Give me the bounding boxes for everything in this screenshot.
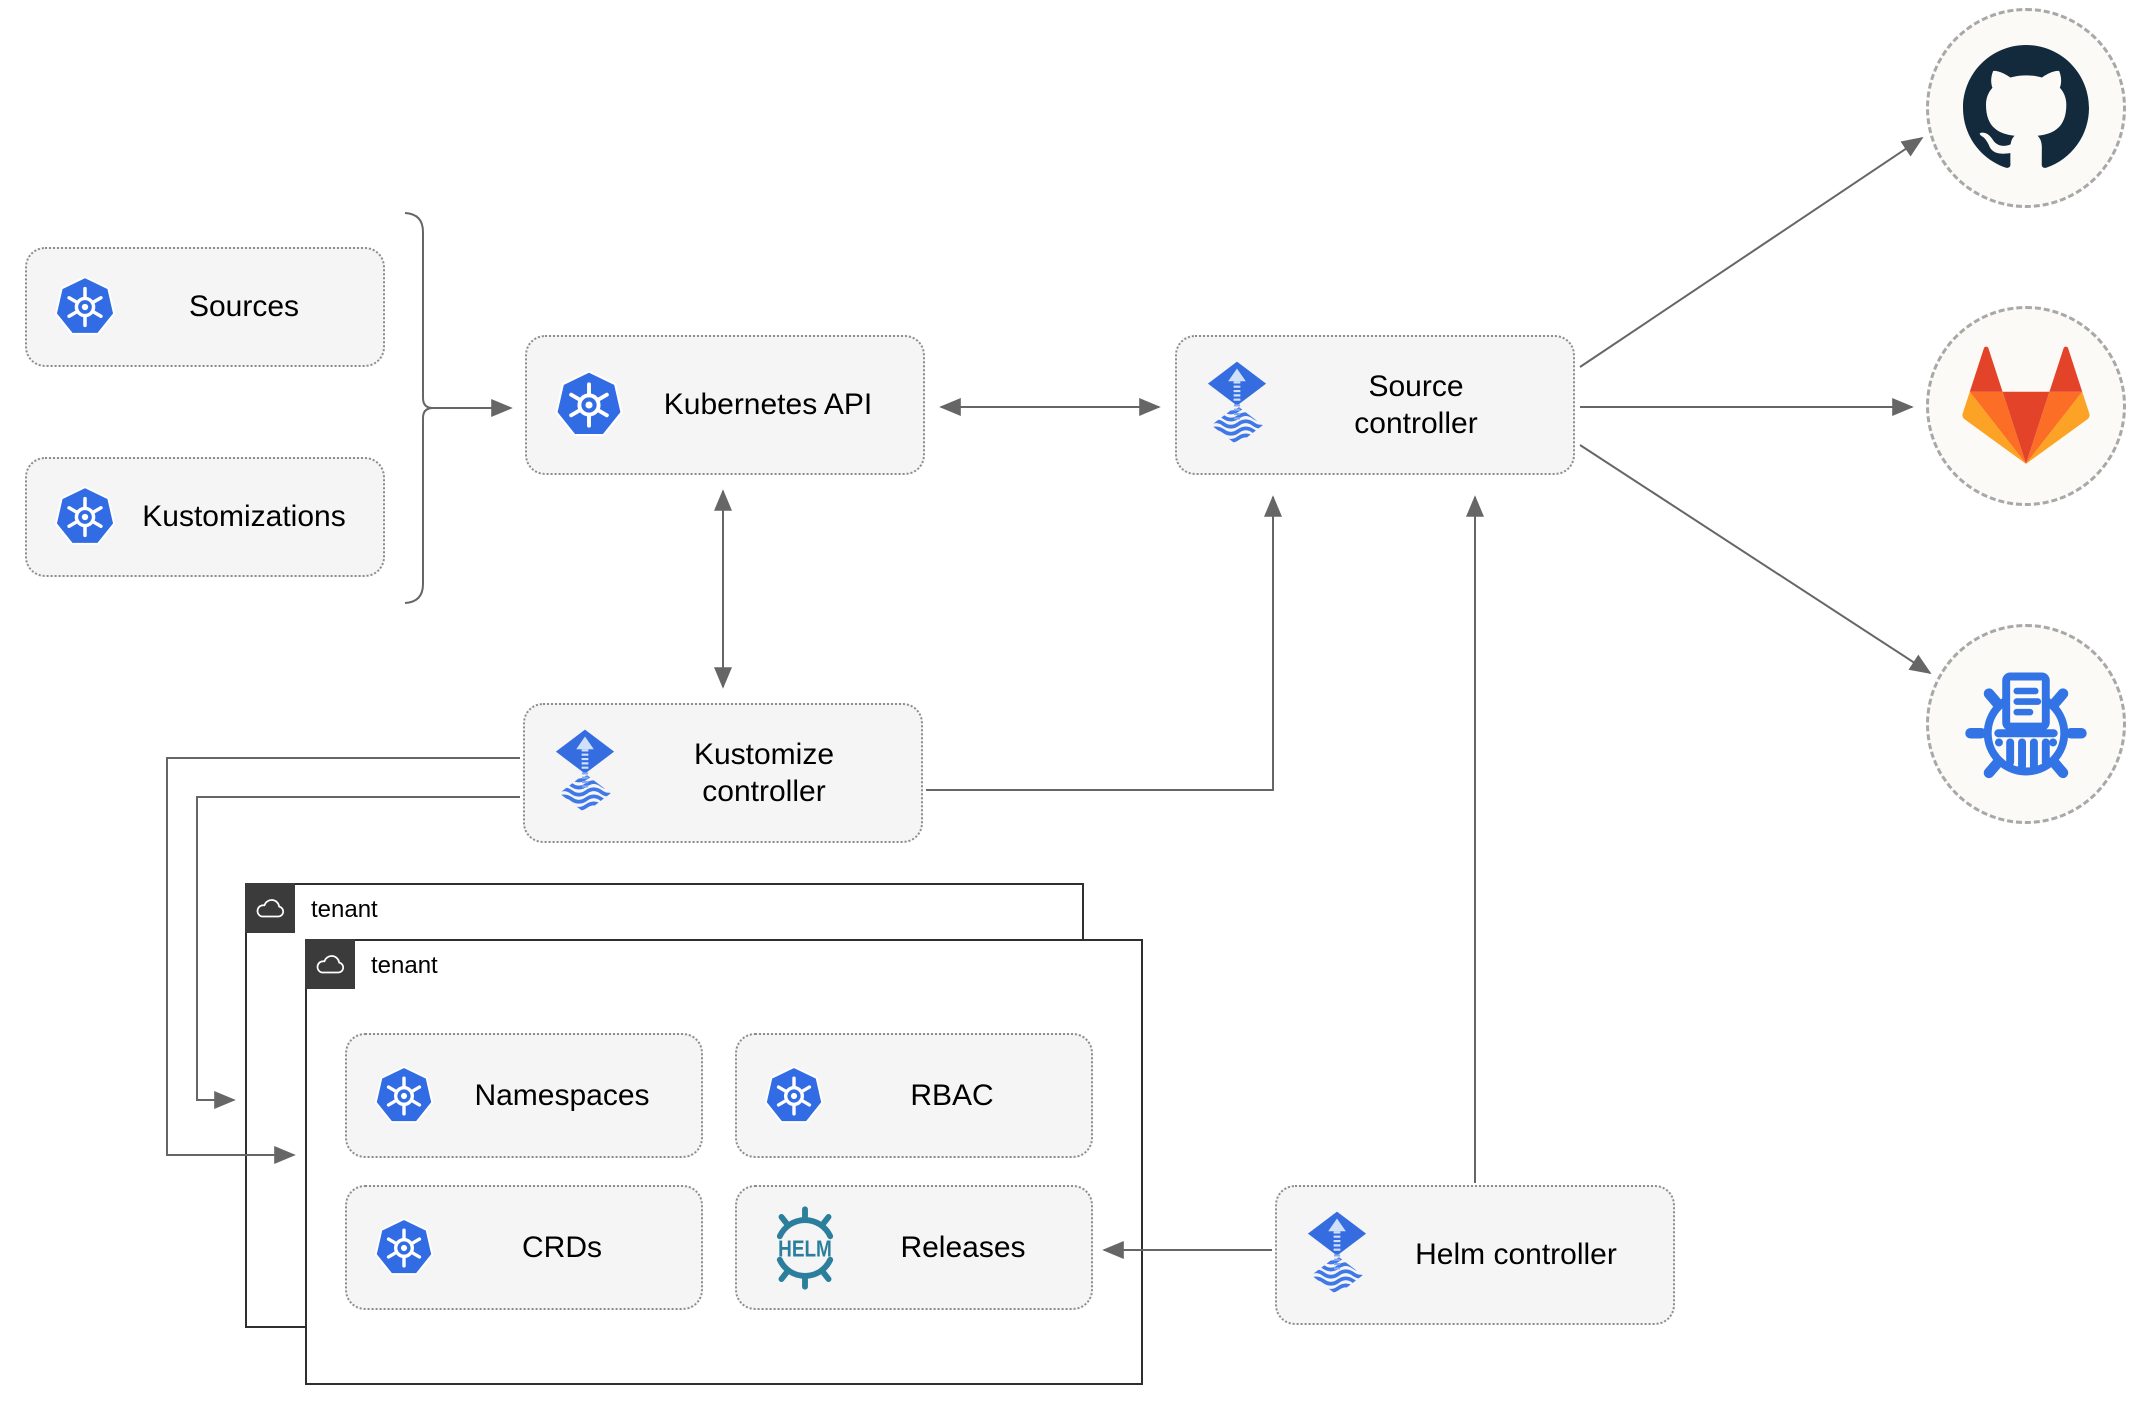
tenant-badge [305,939,355,989]
endpoint-github [1926,8,2126,208]
harbor-registry-icon [1965,672,2087,779]
helm-icon-text: HELM [778,1235,832,1261]
node-label: Sources [188,290,300,324]
node-kustomizations: Kustomizations [25,457,385,577]
node-namespaces: Namespaces [345,1033,703,1158]
arrow-kustomize-to-source-controller [926,495,1282,791]
node-helm-controller: Helm controller [1275,1185,1675,1325]
node-label: Namespaces [474,1078,650,1112]
kubernetes-icon [53,274,117,340]
flux-icon [551,729,619,817]
tenant-label: tenant [371,952,438,979]
kubernetes-icon [763,1064,825,1128]
gitlab-icon [1962,346,2090,464]
node-label: Helm controller [1415,1238,1617,1272]
node-label: RBAC [910,1078,994,1112]
kubernetes-icon [373,1216,435,1280]
node-label: Kustomizations [142,500,346,534]
kubernetes-icon [373,1064,435,1128]
cloud-icon [253,896,287,921]
node-releases: HELM Releases [735,1185,1093,1310]
tenant-badge [245,883,295,933]
node-crds: CRDs [345,1185,703,1310]
node-label: Kubernetes API [663,388,873,422]
kubernetes-icon [553,368,625,442]
node-label: Source controller [1354,369,1478,441]
node-label: Releases [900,1230,1026,1264]
endpoint-registry [1926,624,2126,824]
cloud-icon [313,952,347,977]
node-source-controller: Source controller [1175,335,1575,475]
endpoint-gitlab [1926,306,2126,506]
node-rbac: RBAC [735,1033,1093,1158]
arrow-source-to-registry [1579,444,1932,674]
node-sources: Sources [25,247,385,367]
node-label: CRDs [522,1230,602,1264]
node-label: Kustomize controller [693,737,835,809]
helm-icon: HELM [776,1205,834,1290]
node-kubernetes-api: Kubernetes API [525,335,925,475]
kubernetes-icon [53,484,117,550]
flux-icon [1203,361,1271,449]
bracket-top [404,212,434,409]
flux-icon [1303,1211,1371,1299]
node-kustomize-controller: Kustomize controller [523,703,923,843]
github-icon [1963,45,2089,168]
tenant-label: tenant [311,896,378,923]
arrow-source-to-github [1579,136,1924,368]
bracket-bottom [404,407,434,604]
tenant-box-inner: tenant [305,939,1143,1385]
